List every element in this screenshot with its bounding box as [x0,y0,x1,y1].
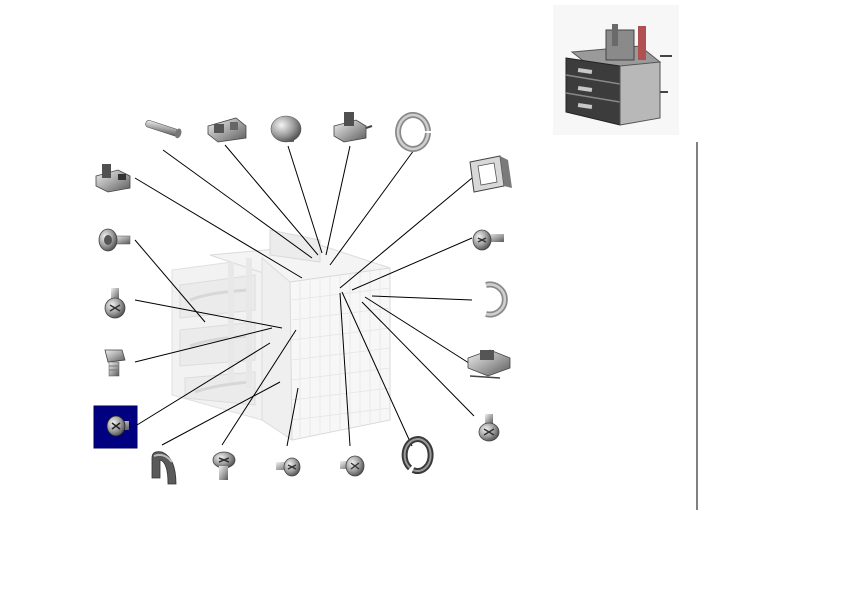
callout-lines [134,144,475,447]
e-ring-icon[interactable] [395,112,431,152]
screw-icon[interactable] [212,451,236,480]
bolt-icon[interactable] [104,349,126,377]
bracket-icon[interactable] [467,349,511,379]
selected-screw-icon[interactable] [93,405,138,449]
frame-clip-icon[interactable] [469,155,512,193]
e-ring-icon[interactable] [401,436,434,475]
c-clip-icon[interactable] [151,451,177,485]
cabinet-assembly [171,229,391,441]
long-pin-icon[interactable] [144,118,182,139]
bracket-clip-icon[interactable] [333,112,373,143]
screw-icon[interactable] [340,455,365,477]
e-ring-icon[interactable] [485,281,508,318]
screw-icon[interactable] [276,457,301,477]
screw-icon[interactable] [478,414,500,442]
knob-icon[interactable] [270,115,302,143]
cabinet-thumbnail [553,5,679,135]
screw-icon[interactable] [472,229,504,251]
screw-icon[interactable] [104,288,126,319]
latch-icon[interactable] [95,164,131,193]
clip-icon[interactable] [207,117,247,143]
screw-icon[interactable] [98,228,131,252]
